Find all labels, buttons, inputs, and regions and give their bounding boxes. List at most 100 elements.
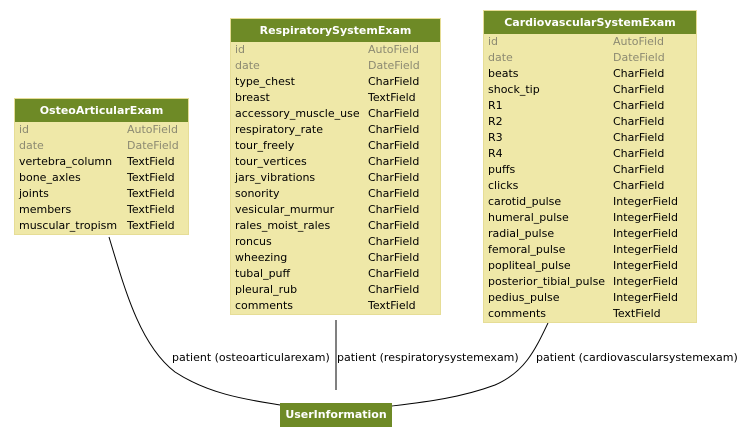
field-type: AutoField [127,123,178,136]
field-name: date [235,59,260,72]
field-name: R4 [488,147,503,160]
field-name: shock_tip [488,83,540,96]
field-name: accessory_muscle_use [235,107,360,120]
field-name: pedius_pulse [488,291,560,304]
field-type: IntegerField [613,259,678,272]
field-name: R1 [488,99,503,112]
field-type: IntegerField [613,275,678,288]
field-name: popliteal_pulse [488,259,571,272]
field-name: vesicular_murmur [235,203,335,216]
field-row: popliteal_pulse IntegerField [484,258,696,274]
field-type: CharField [368,283,420,296]
field-type: CharField [613,67,665,80]
field-type: CharField [368,187,420,200]
field-type: CharField [368,203,420,216]
field-row: beats CharField [484,66,696,82]
field-row: posterior_tibial_pulse IntegerField [484,274,696,290]
field-name: roncus [235,235,272,248]
field-row: pleural_rub CharField [231,282,440,298]
relation-label-cardio: patient (cardiovascularsystemexam) [536,351,738,364]
field-row: jars_vibrations CharField [231,170,440,186]
field-type: CharField [368,75,420,88]
field-name: beats [488,67,519,80]
field-row: wheezing CharField [231,250,440,266]
field-name: bone_axles [19,171,81,184]
field-type: DateField [127,139,179,152]
field-type: TextField [127,155,175,168]
field-name: comments [488,307,546,320]
field-name: tour_freely [235,139,295,152]
field-type: DateField [613,51,665,64]
field-row: R1 CharField [484,98,696,114]
field-type: TextField [127,187,175,200]
field-type: CharField [368,139,420,152]
field-type: TextField [368,91,416,104]
field-type: TextField [368,299,416,312]
field-name: posterior_tibial_pulse [488,275,606,288]
field-type: CharField [368,155,420,168]
field-type: CharField [368,251,420,264]
field-type: IntegerField [613,243,678,256]
userinformation-model: UserInformation [280,403,392,427]
field-type: AutoField [368,43,419,56]
field-type: TextField [127,219,175,232]
field-name: vertebra_column [19,155,113,168]
field-name: wheezing [235,251,288,264]
field-row: tubal_puff CharField [231,266,440,282]
field-type: IntegerField [613,227,678,240]
field-name: clicks [488,179,519,192]
field-name: jars_vibrations [235,171,316,184]
field-name: date [19,139,44,152]
field-name: R3 [488,131,503,144]
field-name: puffs [488,163,516,176]
field-type: CharField [368,267,420,280]
field-type: TextField [613,307,661,320]
field-type: CharField [368,171,420,184]
field-row: shock_tip CharField [484,82,696,98]
field-name: radial_pulse [488,227,555,240]
edge-osteo-to-user [108,236,281,406]
field-type: IntegerField [613,195,678,208]
field-type: CharField [613,83,665,96]
field-row: tour_freely CharField [231,138,440,154]
field-name: respiratory_rate [235,123,323,136]
field-name: tubal_puff [235,267,291,280]
field-row: accessory_muscle_use CharField [231,106,440,122]
field-type: CharField [368,107,420,120]
field-name: R2 [488,115,503,128]
field-type: CharField [613,99,665,112]
field-row: sonority CharField [231,186,440,202]
field-name: type_chest [235,75,295,88]
field-row: R2 CharField [484,114,696,130]
field-name: members [19,203,72,216]
field-name: date [488,51,513,64]
field-row: comments TextField [484,306,696,322]
field-type: CharField [368,219,420,232]
field-row: date DateField [15,138,188,154]
field-name: sonority [235,187,280,200]
field-type: CharField [613,115,665,128]
field-name: pleural_rub [235,283,298,296]
